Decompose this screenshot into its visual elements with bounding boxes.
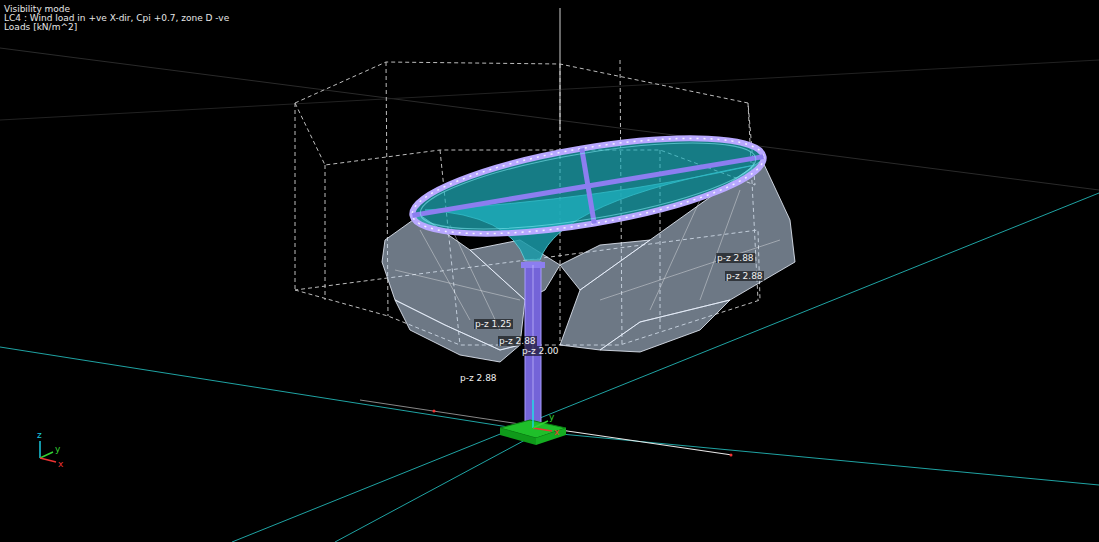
axis-label: y [549, 412, 554, 422]
status-text: LC4 : Wind load in +ve X-dir, Cpi +0.7, … [4, 13, 229, 23]
status-text: Visibility mode [4, 4, 70, 14]
load-value: p-z 2.88 [725, 271, 764, 281]
axis-label: x [58, 459, 63, 469]
load-value: p-z 1.25 [474, 319, 513, 329]
axis-label: y [55, 444, 60, 454]
load-value: p-z 2.88 [716, 253, 755, 263]
axis-label: z [37, 430, 42, 440]
load-value: p-z 2.88 [498, 336, 537, 346]
axis-label: x [554, 427, 559, 437]
status-text: Loads [kN/m^2] [4, 22, 77, 32]
load-value: p-z 2.88 [459, 373, 498, 383]
load-value: p-z 2.00 [521, 346, 560, 356]
